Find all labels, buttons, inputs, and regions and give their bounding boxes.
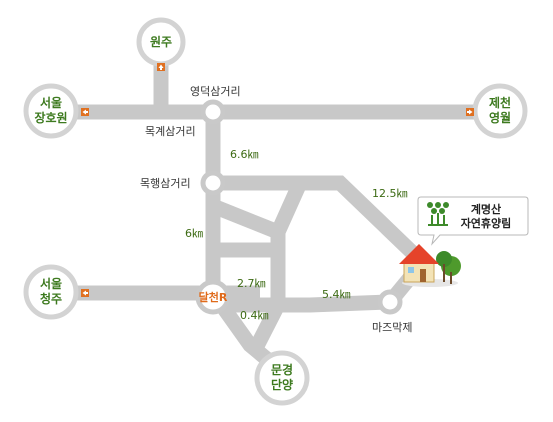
junctions [195, 99, 403, 315]
arrow-markers [81, 63, 474, 297]
distance-label: 12.5㎞ [372, 187, 408, 200]
destination-callout: 계명산 자연휴양림 [417, 196, 529, 246]
road-diagonal-inner [270, 179, 307, 305]
junction-dalcheon [195, 279, 231, 315]
road-network [55, 45, 495, 376]
city-wonju: 원주 [136, 17, 186, 67]
city-label-wonju: 원주 [150, 35, 172, 49]
junction-majeu [377, 289, 403, 315]
city-label-mungyeong: 문경 [271, 363, 293, 377]
city-label-janghowon: 장호원 [34, 111, 67, 125]
city-label-seoul-s: 서울 [40, 276, 62, 291]
junction-mokhaeng [200, 170, 226, 196]
distance-label: 2.7㎞ [237, 277, 266, 290]
destination-name-line1: 계명산 [471, 202, 501, 216]
distance-label: 6㎞ [185, 227, 203, 240]
label-mokhaeng: 목행삼거리 [140, 177, 191, 190]
house-icon [399, 244, 461, 287]
city-label-seoul-n: 서울 [40, 95, 62, 110]
destination-name-line2: 자연휴양림 [461, 216, 512, 230]
arrow-up-icon [157, 63, 165, 71]
city-seoul-cheongju: 서울 청주 [23, 264, 79, 320]
forest-logo-icon [427, 202, 449, 226]
city-label-yeongwol: 영월 [489, 110, 511, 125]
arrow-left-icon [81, 289, 89, 297]
city-mungyeong-danyang: 문경 단양 [254, 350, 310, 406]
label-yeongdeok: 영덕삼거리 [190, 85, 241, 98]
junction-yeongdeok [200, 99, 226, 125]
road-east-to-forest [213, 175, 424, 264]
city-label-jecheon: 제천 [489, 95, 511, 110]
distance-label: 5.4㎞ [322, 288, 351, 301]
city-seoul-janghowon: 서울 장호원 [23, 83, 79, 139]
arrow-left-icon [81, 108, 89, 116]
label-majeu: 마즈막제 [372, 321, 412, 334]
distance-label: 0.4㎞ [240, 309, 269, 322]
city-label-cheongju: 청주 [40, 291, 62, 306]
distance-label: 6.6㎞ [230, 148, 259, 161]
road-inner-diag [210, 199, 281, 239]
city-jecheon-yeongwol: 제천 영월 [472, 83, 528, 139]
label-dalcheon: 달천R [199, 290, 228, 304]
city-label-danyang: 단양 [271, 377, 293, 392]
road-lower-connector [248, 301, 285, 354]
arrow-right-icon [466, 108, 474, 116]
label-mokgye: 목계삼거리 [145, 125, 196, 138]
